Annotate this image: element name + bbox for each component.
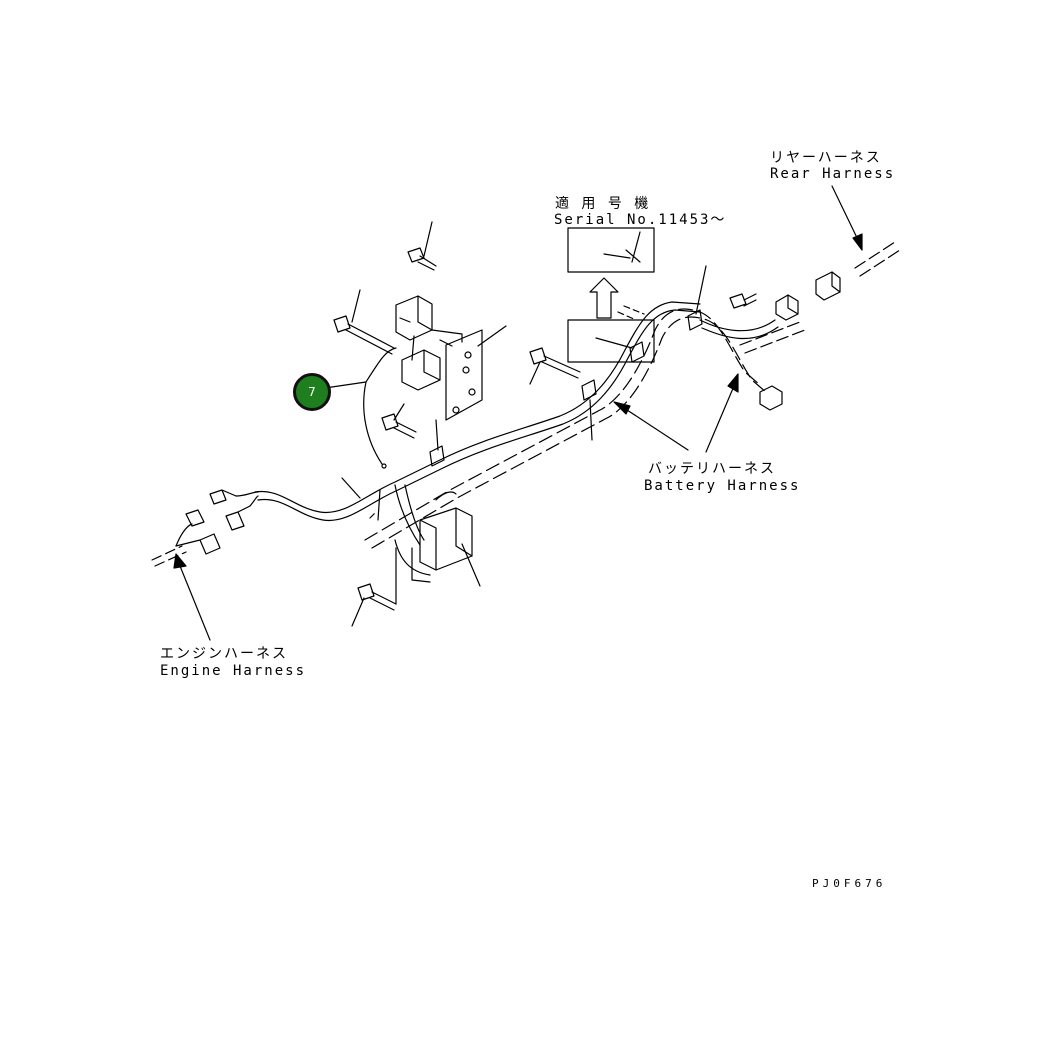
relay-wire [431,329,463,347]
bolt-middle [381,403,417,439]
rear-connector-2 [775,294,799,321]
lower-inset-box [567,319,655,363]
rear-harness-label-jp: リヤーハーネス [770,150,882,166]
engine-connector-1 [209,489,237,505]
battery-harness-cable [364,308,761,541]
engine-harness-label-jp: エンジンハーネス [160,646,288,662]
clamp-1 [429,419,445,467]
rear-harness-arrow [831,185,863,251]
inset-box [567,227,655,273]
stub-lines [369,305,645,519]
relay-upper [395,295,433,341]
bolt-right [529,347,581,385]
bolt-rear [729,293,757,309]
serial-label-jp: 適 用 号 機 [555,196,651,212]
rear-harness-label-en: Rear Harness [770,166,896,182]
leader-rear-bolt [695,265,707,315]
leader-engine-line [341,477,361,499]
part-callout-7[interactable]: 7 [293,373,331,411]
lower-assembly [419,507,473,571]
engine-harness-tip [151,545,187,567]
serial-label-en: Serial No.11453～ [554,212,727,228]
drawing-id: PJ0F676 [812,877,887,890]
engine-connector-2 [225,505,251,531]
lower-bracket [395,547,431,605]
battery-harness-arrow [613,373,739,453]
battery-connector [759,385,783,411]
battery-harness-label-en: Battery Harness [644,478,801,494]
leader-callout [324,347,397,465]
engine-branch-lines [175,491,259,547]
engine-connector-4 [175,533,221,555]
inset-detail [603,231,641,263]
leader-relay [411,335,415,361]
battery-harness-label-jp: バッテリハーネス [648,461,776,477]
clamp-2 [581,379,597,441]
lower-assembly-wires [377,484,457,576]
bolt-bottom [351,583,397,627]
mounting-plate [445,329,483,421]
bolt-top [407,221,437,271]
rear-connector [815,271,841,301]
engine-harness-cable-inner [257,309,701,522]
engine-harness-label-en: Engine Harness [160,663,307,679]
engine-harness-cable [254,301,701,514]
clamp-3 [629,341,645,363]
engine-connector-3 [185,509,205,527]
bolt-upper-left [333,289,395,355]
battery-harness-cable-inner [371,316,768,549]
inset-arrow [589,277,619,319]
engine-harness-arrow [173,553,211,641]
relay-lower [401,349,441,391]
leader-plate [477,325,507,347]
leader-lower-assembly [461,543,481,587]
rear-harness-branch [699,319,779,340]
